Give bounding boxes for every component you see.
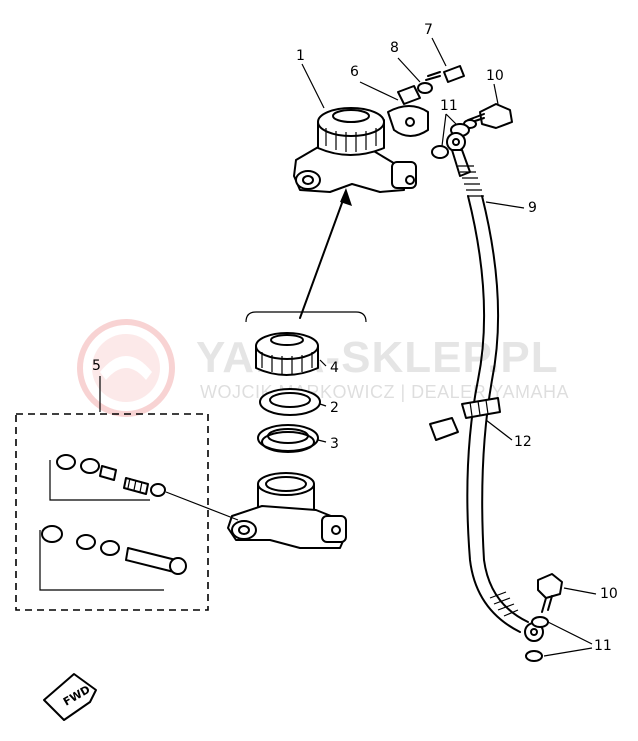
kit-parts-row-2: [39, 525, 187, 591]
union-bolt-10-bottom: [537, 573, 563, 613]
callout-12: 12: [514, 434, 532, 450]
reservoir-cap-4: [255, 332, 319, 376]
copper-washer-bottom-a: [531, 616, 549, 628]
callout-5: 5: [92, 358, 101, 374]
copper-washer-top-b: [431, 145, 449, 159]
callout-8: 8: [390, 40, 399, 56]
assembly-arrow-icon: [340, 188, 352, 206]
master-cylinder-body: [227, 472, 347, 549]
callout-4: 4: [330, 360, 339, 376]
callout-7: 7: [424, 22, 433, 38]
hose-guide-12: [429, 397, 501, 441]
master-cylinder-assembly: [293, 107, 417, 193]
watermark-title: YAMA-SKLEP.PL: [196, 333, 559, 382]
callout-11-bottom: 11: [594, 638, 612, 654]
bolt-7: [425, 65, 465, 83]
kit-parts-row-1: [49, 454, 166, 501]
callout-6: 6: [350, 64, 359, 80]
callout-2: 2: [330, 400, 339, 416]
union-bolt-10-top: [463, 103, 513, 129]
callout-10-top: 10: [486, 68, 504, 84]
master-cylinder-kit-box: [15, 413, 209, 611]
callout-9: 9: [528, 200, 537, 216]
nut-8: [417, 82, 433, 94]
callout-1: 1: [296, 48, 305, 64]
watermark-subtitle: WOJCIK MARKOWICZ | DEALER YAMAHA: [200, 382, 569, 402]
diaphragm-3: [257, 424, 319, 453]
callout-3: 3: [330, 436, 339, 452]
callout-10-bottom: 10: [600, 586, 618, 602]
copper-washer-bottom-b: [525, 650, 543, 662]
diaphragm-plate-2: [259, 388, 321, 416]
callout-11-top: 11: [440, 98, 458, 114]
mirror-clamp: [387, 85, 429, 137]
forward-direction-icon: FWD: [43, 673, 97, 721]
